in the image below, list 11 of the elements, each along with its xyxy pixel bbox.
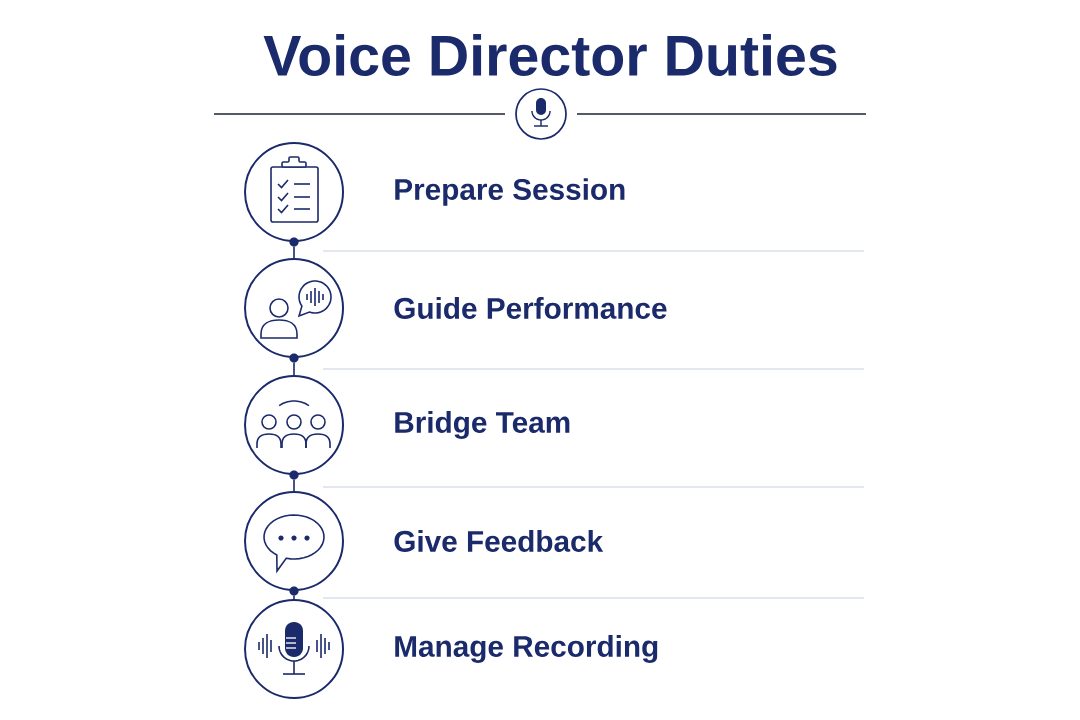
step-label: Give Feedback	[394, 530, 604, 552]
step-circle	[244, 599, 344, 699]
step-label: Guide Performance	[394, 297, 667, 319]
connector	[293, 361, 295, 376]
step-label: Bridge Team	[395, 411, 570, 439]
title: Voice Director Duties	[263, 33, 837, 77]
step-label: Prepare Session	[395, 178, 625, 206]
connector	[293, 478, 295, 492]
connector	[293, 245, 295, 259]
step-label: Manage Recording	[395, 635, 658, 663]
connector	[293, 594, 295, 600]
